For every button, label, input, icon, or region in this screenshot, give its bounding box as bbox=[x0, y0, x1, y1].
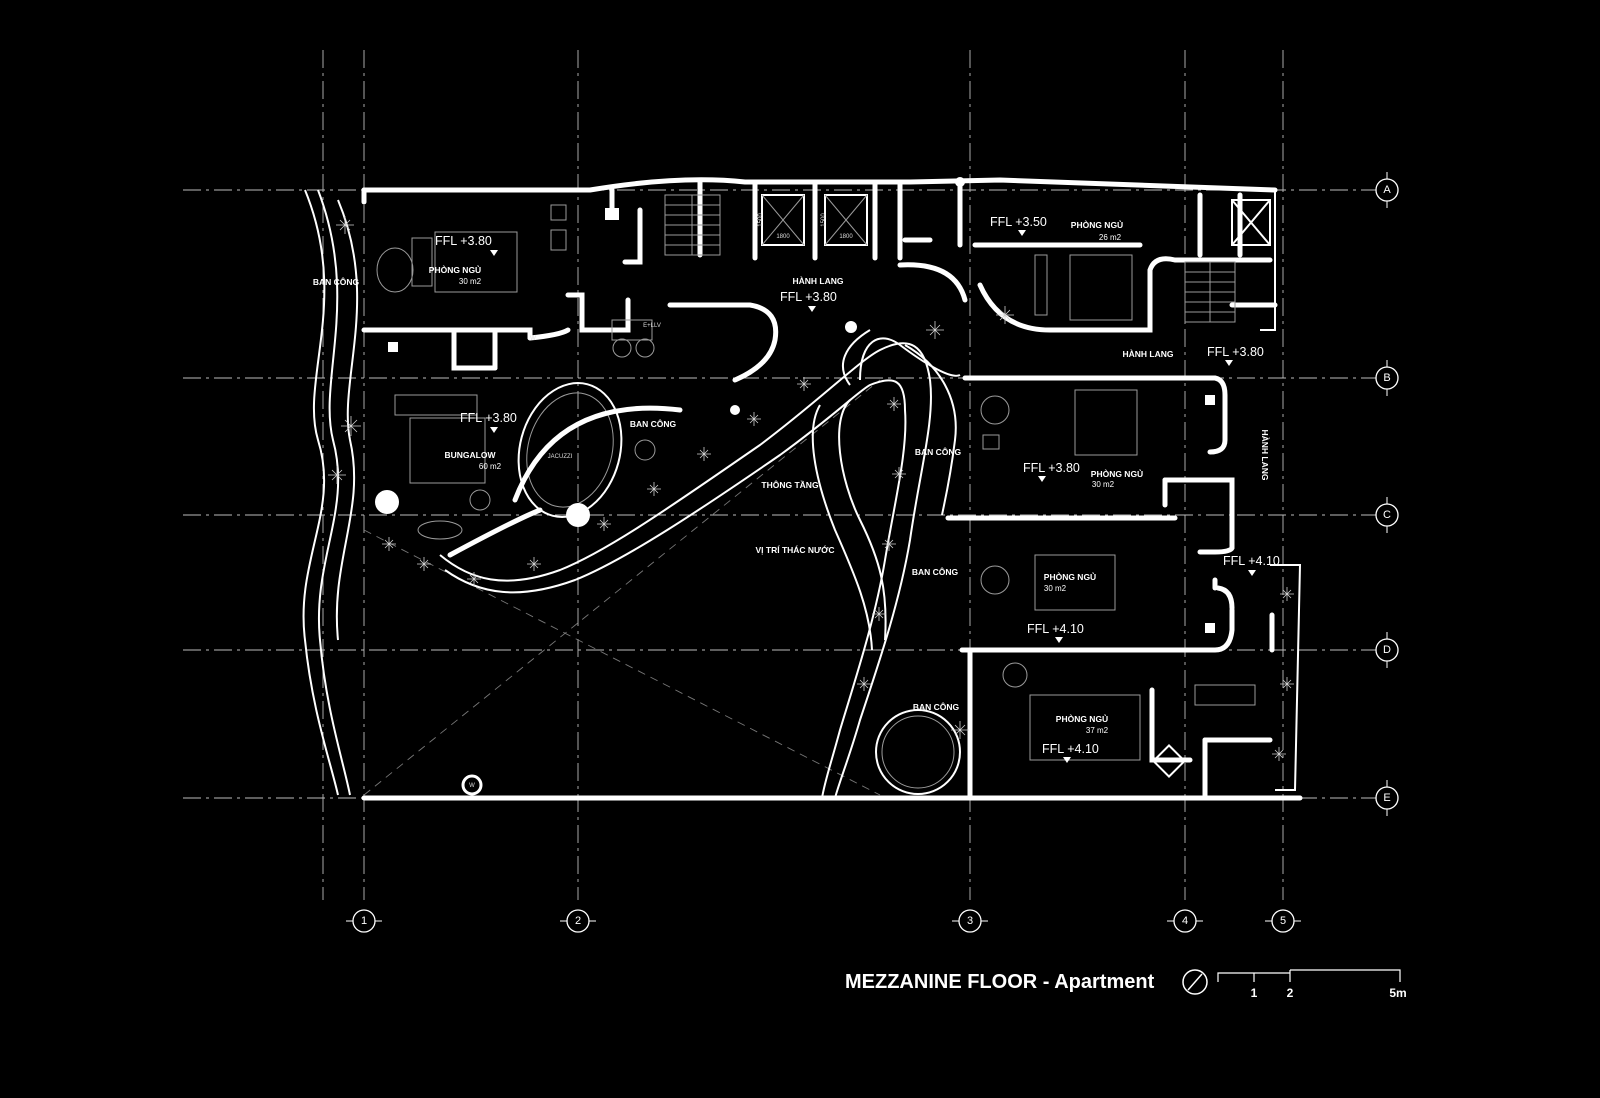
ffl-label: FFL +3.80 bbox=[435, 234, 492, 248]
level-marker-icon bbox=[1248, 570, 1256, 576]
room-name: BUNGALOW bbox=[445, 450, 497, 460]
level-marker-icon bbox=[808, 306, 816, 312]
left-balcony-edge bbox=[302, 189, 359, 796]
waste-tag: W bbox=[469, 783, 475, 789]
scale-label-5m: 5m bbox=[1389, 986, 1406, 1000]
room-name: PHÒNG NGỦ bbox=[429, 264, 481, 275]
exterior-walls bbox=[361, 177, 1303, 801]
room-area: 26 m2 bbox=[1099, 233, 1122, 242]
balcony-left-label: BAN CÔNG bbox=[313, 276, 360, 287]
room-bedroom-4: FFL +4.10 PHÒNG NGỦ 30 m2 bbox=[1027, 571, 1096, 643]
jacuzzi bbox=[447, 382, 683, 558]
level-marker-icon bbox=[1018, 230, 1026, 236]
room-name: PHÒNG NGỦ bbox=[1056, 713, 1108, 724]
svg-text:5: 5 bbox=[1280, 915, 1286, 927]
jacuzzi-label: JACUZZI bbox=[548, 454, 573, 460]
stairs bbox=[664, 194, 1271, 323]
grid-lines bbox=[183, 50, 1380, 900]
grid-bubble-5: 5 bbox=[1265, 909, 1301, 933]
round-planter bbox=[875, 709, 961, 795]
garden-path bbox=[439, 329, 961, 799]
annotations: HÀNH LANG FFL +3.80 HÀNH LANG FFL +3.80 … bbox=[313, 276, 1280, 789]
grid-bubbles-rows: A B C D E bbox=[1375, 172, 1399, 816]
corridor-center-ffl: FFL +3.80 bbox=[780, 290, 837, 304]
corridor-lower-ffl: FFL +4.10 bbox=[1223, 554, 1280, 568]
room-name: PHÒNG NGỦ bbox=[1091, 468, 1143, 479]
svg-text:3: 3 bbox=[967, 915, 973, 927]
balcony-mid-label: BAN CÔNG bbox=[915, 446, 962, 457]
ffl-label: FFL +4.10 bbox=[1027, 622, 1084, 636]
corridor-right-label: HÀNH LANG bbox=[1123, 349, 1174, 359]
svg-text:4: 4 bbox=[1182, 915, 1188, 927]
level-marker-icon bbox=[490, 250, 498, 256]
svg-text:1: 1 bbox=[361, 915, 367, 927]
room-name: PHÒNG NGỦ bbox=[1044, 571, 1096, 582]
elevator-side-dim-2: 1500 bbox=[821, 213, 827, 227]
svg-text:E: E bbox=[1383, 792, 1390, 804]
room-bungalow: FFL +3.80 BUNGALOW 60 m2 bbox=[445, 411, 517, 471]
svg-text:A: A bbox=[1383, 184, 1391, 196]
plants bbox=[328, 216, 1294, 761]
grid-bubble-e: E bbox=[1375, 780, 1399, 816]
room-area: 30 m2 bbox=[1092, 480, 1115, 489]
room-bedroom-5: FFL +4.10 PHÒNG NGỦ 37 m2 bbox=[1042, 713, 1109, 763]
level-marker-icon bbox=[1038, 476, 1046, 482]
room-bedroom-1: FFL +3.80 PHÒNG NGỦ 30 m2 bbox=[429, 234, 498, 286]
level-marker-icon bbox=[1063, 757, 1071, 763]
grid-bubble-1: 1 bbox=[346, 909, 382, 933]
room-area: 60 m2 bbox=[479, 462, 502, 471]
drawing-title: MEZZANINE FLOOR - Apartment bbox=[845, 971, 1155, 993]
waterfall-label: VỊ TRÍ THÁC NƯỚC bbox=[756, 544, 835, 555]
grid-bubble-3: 3 bbox=[952, 909, 988, 933]
corridor-vertical-label: HÀNH LANG bbox=[1260, 430, 1270, 481]
level-marker-icon bbox=[490, 427, 498, 433]
grid-bubble-c: C bbox=[1375, 497, 1399, 533]
elevators: 1800 1800 1500 1500 bbox=[758, 194, 868, 246]
svg-text:C: C bbox=[1383, 509, 1391, 521]
grid-bubble-4: 4 bbox=[1167, 909, 1203, 933]
scale-bar: 1 2 5m bbox=[1217, 969, 1407, 1000]
balcony-bungalow-label: BAN CÔNG bbox=[630, 418, 677, 429]
room-bedroom-2: FFL +3.50 PHÒNG NGỦ 26 m2 bbox=[990, 215, 1123, 242]
ffl-label: FFL +3.80 bbox=[1023, 461, 1080, 475]
columns bbox=[375, 177, 965, 796]
svg-text:D: D bbox=[1383, 644, 1391, 656]
balcony-lower-label: BAN CÔNG bbox=[912, 566, 959, 577]
scale-label-1: 1 bbox=[1251, 986, 1258, 1000]
ffl-label: FFL +3.80 bbox=[460, 411, 517, 425]
north-arrow-icon bbox=[1182, 969, 1208, 995]
grid-bubble-d: D bbox=[1375, 632, 1399, 668]
void-label: THÔNG TẦNG bbox=[761, 479, 819, 490]
void-diagonals bbox=[363, 379, 881, 796]
corridor-right-ffl: FFL +3.80 bbox=[1207, 345, 1264, 359]
grid-bubble-2: 2 bbox=[560, 909, 596, 933]
room-name: PHÒNG NGỦ bbox=[1071, 219, 1123, 230]
scale-label-2: 2 bbox=[1287, 986, 1294, 1000]
grid-bubble-a: A bbox=[1375, 172, 1399, 208]
room-area: 30 m2 bbox=[1044, 584, 1067, 593]
furniture bbox=[376, 204, 1256, 778]
svg-text:B: B bbox=[1383, 372, 1390, 384]
ffl-label: FFL +3.50 bbox=[990, 215, 1047, 229]
ffl-label: FFL +4.10 bbox=[1042, 742, 1099, 756]
right-unit-walls bbox=[945, 375, 1275, 801]
room-area: 30 m2 bbox=[459, 277, 482, 286]
level-marker-icon bbox=[1055, 637, 1063, 643]
elevator-dim-1: 1800 bbox=[776, 234, 790, 240]
corridor-center-label: HÀNH LANG bbox=[793, 276, 844, 286]
balcony-bottom-label: BAN CÔNG bbox=[913, 701, 960, 712]
level-marker-icon bbox=[1225, 360, 1233, 366]
wc-tag: W bbox=[530, 336, 536, 342]
title-block: MEZZANINE FLOOR - Apartment 1 2 5m bbox=[845, 969, 1407, 1000]
grid-bubble-b: B bbox=[1375, 360, 1399, 396]
svg-text:2: 2 bbox=[575, 915, 581, 927]
kitchen-tag: E+LLV bbox=[643, 323, 661, 329]
room-area: 37 m2 bbox=[1086, 726, 1109, 735]
room-bedroom-3: FFL +3.80 PHÒNG NGỦ 30 m2 bbox=[1023, 461, 1143, 489]
elevator-dim-2: 1800 bbox=[839, 234, 853, 240]
grid-bubbles-columns: 1 2 3 4 5 bbox=[346, 909, 1301, 933]
elevator-side-dim-1: 1500 bbox=[758, 213, 764, 227]
